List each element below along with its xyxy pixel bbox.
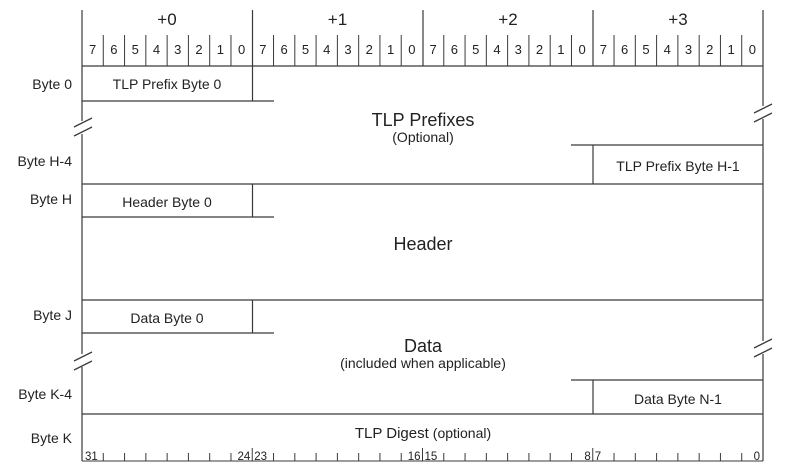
tlp-digest-note: (optional) <box>433 425 491 441</box>
bit-number-label: 1 <box>727 42 734 57</box>
cell-data-byte-0: Data Byte 0 <box>130 310 203 326</box>
bit-number-label: 7 <box>430 42 437 57</box>
bit-number-label: 4 <box>493 42 500 57</box>
bit-number-label: 6 <box>110 42 117 57</box>
tlp-digest-title: TLP Digest <box>355 425 430 442</box>
byte-offset-3: +3 <box>668 10 687 29</box>
row-label-byte-j: Byte J <box>33 307 72 323</box>
row-label-byte-h: Byte H <box>30 191 72 207</box>
bit-number-label: 5 <box>472 42 479 57</box>
bit-scale-label: 23 <box>254 451 267 463</box>
section-titles: TLP Prefixes (Optional) Header Data (inc… <box>340 110 506 442</box>
bit-number-label: 2 <box>195 42 202 57</box>
byte-offset-1: +1 <box>328 10 347 29</box>
bit-number-label: 3 <box>515 42 522 57</box>
byte-offset-2: +2 <box>498 10 517 29</box>
row-label-byte-0: Byte 0 <box>32 76 72 92</box>
tlp-prefixes-title: TLP Prefixes <box>372 110 475 130</box>
tlp-digest-label: TLP Digest(optional) <box>355 425 491 442</box>
row-label-byte-h-4: Byte H-4 <box>18 153 73 169</box>
diagram-grid <box>81 10 764 461</box>
cell-data-byte-n-1: Data Byte N-1 <box>634 391 722 407</box>
data-subtitle: (included when applicable) <box>340 355 506 371</box>
bit-number-label: 0 <box>238 42 245 57</box>
bit-number-label: 2 <box>366 42 373 57</box>
header-title: Header <box>393 234 452 254</box>
bit-number-label: 7 <box>89 42 96 57</box>
bit-number-label: 4 <box>153 42 160 57</box>
field-cells: TLP Prefix Byte 0 TLP Prefix Byte H-1 He… <box>113 76 740 407</box>
row-labels: Byte 0 Byte H-4 Byte H Byte J Byte K-4 B… <box>18 76 73 446</box>
row-label-byte-k-4: Byte K-4 <box>18 386 72 402</box>
cell-tlp-prefix-byte-h-1: TLP Prefix Byte H-1 <box>616 158 740 174</box>
data-title: Data <box>404 336 443 356</box>
bit-number-label: 6 <box>621 42 628 57</box>
prefix-break-marks <box>73 103 773 137</box>
bit-number-label: 5 <box>132 42 139 57</box>
bit-number-label: 3 <box>174 42 181 57</box>
bit-number-label: 5 <box>642 42 649 57</box>
byte-offset-header: +0 +1 +2 +3 <box>157 10 687 29</box>
bit-number-label: 3 <box>685 42 692 57</box>
byte-offset-0: +0 <box>157 10 176 29</box>
cell-tlp-prefix-byte-0: TLP Prefix Byte 0 <box>113 76 222 92</box>
bit-scale-label: 31 <box>85 451 98 463</box>
bit-number-label: 0 <box>408 42 415 57</box>
bit-number-label: 3 <box>344 42 351 57</box>
bit-scale-label: 7 <box>595 451 601 463</box>
row-label-byte-k: Byte K <box>31 430 73 446</box>
bit-number-label: 7 <box>600 42 607 57</box>
data-break-marks <box>73 338 773 371</box>
bit-number-label: 0 <box>578 42 585 57</box>
tlp-prefixes-subtitle: (Optional) <box>392 129 453 145</box>
bit-scale-label: 24 <box>237 451 250 463</box>
bit-number-label: 6 <box>281 42 288 57</box>
cell-header-byte-0: Header Byte 0 <box>122 194 212 210</box>
bit-number-label: 1 <box>387 42 394 57</box>
bit-scale-label: 15 <box>425 451 438 463</box>
bit-scale-label: 0 <box>754 451 760 463</box>
bit-number-label: 4 <box>664 42 671 57</box>
bit-scale-label: 8 <box>584 451 590 463</box>
bit-number-label: 2 <box>706 42 713 57</box>
bit-number-label: 1 <box>557 42 564 57</box>
bit-number-label: 2 <box>536 42 543 57</box>
bit-number-label: 6 <box>451 42 458 57</box>
bit-number-label: 0 <box>749 42 756 57</box>
bit-number-label: 7 <box>259 42 266 57</box>
bit-number-label: 1 <box>217 42 224 57</box>
bit-number-label: 5 <box>302 42 309 57</box>
bit-scale-label: 16 <box>408 451 421 463</box>
bit-number-label: 4 <box>323 42 330 57</box>
